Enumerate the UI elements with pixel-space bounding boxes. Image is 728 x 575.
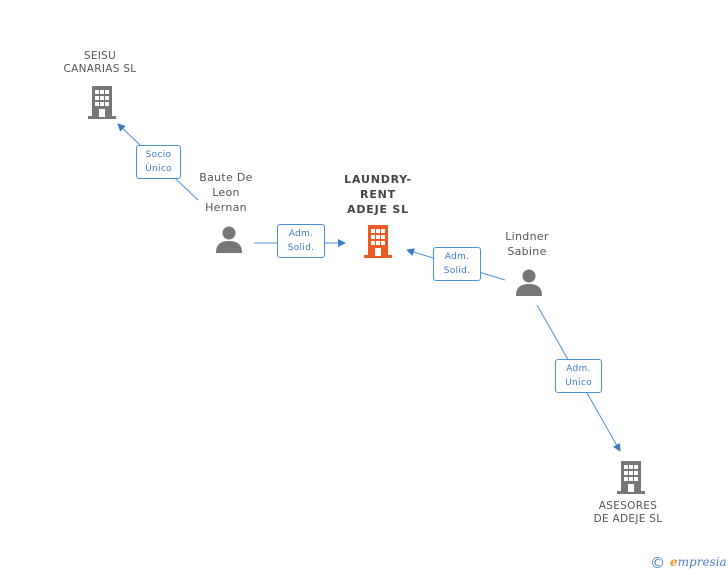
edge-badge-adm-unico[interactable]: Adm. Unico: [555, 359, 602, 393]
person-icon[interactable]: [214, 225, 244, 255]
node-label-baute[interactable]: Baute De Leon Hernan: [199, 171, 253, 214]
node-label-seisu[interactable]: SEISU CANARIAS SL: [63, 50, 137, 75]
badge-line-2: Unico: [565, 378, 592, 388]
node-label-lindner[interactable]: Lindner Sabine: [505, 230, 549, 258]
badge-line-1: Adm.: [566, 364, 591, 374]
focus-building-icon[interactable]: [362, 223, 394, 259]
badge-line-2: Solid.: [443, 266, 471, 276]
brand-rest: mpresia: [677, 555, 727, 569]
edge-badge-adm-solid-baute[interactable]: Adm. Solid.: [277, 224, 325, 258]
building-icon[interactable]: [86, 84, 118, 120]
badge-line-2: Solid.: [287, 243, 315, 253]
badge-line-1: Adm.: [444, 252, 470, 262]
node-label-asesores[interactable]: ASESORES DE ADEJE SL: [593, 500, 663, 525]
edge-badge-socio-unico[interactable]: Socio Único: [136, 145, 181, 179]
edge-badge-adm-solid-lindner[interactable]: Adm. Solid.: [433, 247, 481, 281]
badge-line-2: Único: [145, 164, 172, 174]
badge-line-1: Adm.: [288, 229, 314, 239]
person-icon[interactable]: [514, 268, 544, 298]
brand-initial: e: [670, 555, 678, 569]
badge-line-1: Socio: [145, 150, 172, 160]
copyright-symbol: ©: [650, 554, 665, 572]
node-label-laundry[interactable]: LAUNDRY- RENT ADEJE SL: [344, 173, 412, 216]
brand-logo[interactable]: empresia: [670, 555, 727, 569]
building-icon[interactable]: [615, 459, 647, 495]
